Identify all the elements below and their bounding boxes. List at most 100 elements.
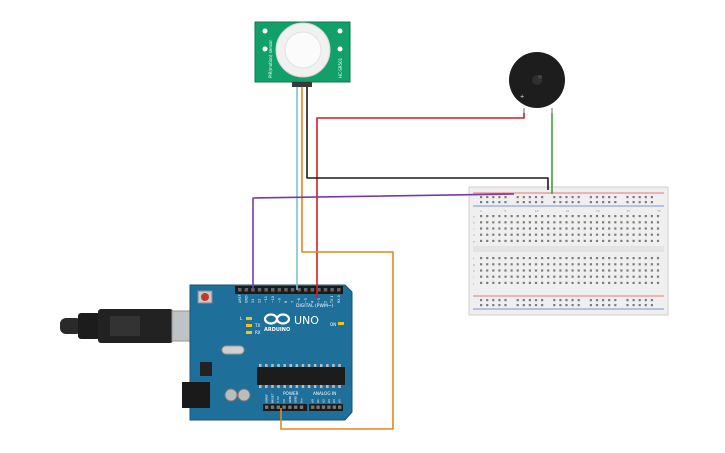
breadboard-hole[interactable] (528, 281, 531, 284)
breadboard-hole[interactable] (632, 275, 635, 278)
breadboard-hole[interactable] (632, 221, 635, 224)
breadboard-hole[interactable] (486, 269, 489, 272)
breadboard-hole[interactable] (571, 215, 574, 218)
breadboard-hole[interactable] (559, 239, 562, 242)
digital-pin-hole[interactable] (238, 288, 242, 292)
rail-hole[interactable] (608, 201, 611, 204)
breadboard-hole[interactable] (602, 257, 605, 260)
breadboard-hole[interactable] (608, 221, 611, 224)
breadboard-hole[interactable] (583, 233, 586, 236)
breadboard-hole[interactable] (595, 233, 599, 236)
breadboard-hole[interactable] (638, 215, 641, 218)
rail-hole[interactable] (595, 304, 599, 307)
rail-hole[interactable] (650, 304, 653, 307)
breadboard-hole[interactable] (480, 263, 483, 266)
rail-hole[interactable] (644, 196, 647, 199)
breadboard-hole[interactable] (559, 215, 562, 218)
breadboard-hole[interactable] (614, 269, 617, 272)
rail-hole[interactable] (571, 299, 574, 302)
rail-hole[interactable] (534, 196, 538, 199)
power-pin-hole[interactable] (299, 405, 304, 409)
breadboard-hole[interactable] (480, 215, 483, 218)
rail-hole[interactable] (614, 304, 617, 307)
power-pin-hole[interactable] (270, 405, 275, 409)
breadboard-hole[interactable] (510, 263, 513, 266)
breadboard-hole[interactable] (620, 215, 623, 218)
rail-hole[interactable] (650, 196, 653, 199)
breadboard-hole[interactable] (595, 239, 599, 242)
digital-pin-hole[interactable] (277, 288, 282, 292)
breadboard-hole[interactable] (595, 269, 599, 272)
rail-hole[interactable] (614, 299, 617, 302)
breadboard-hole[interactable] (632, 257, 635, 260)
breadboard-hole[interactable] (510, 281, 513, 284)
breadboard-hole[interactable] (541, 257, 544, 260)
breadboard-hole[interactable] (614, 233, 617, 236)
rail-hole[interactable] (541, 196, 544, 199)
rail-hole[interactable] (638, 304, 641, 307)
rail-hole[interactable] (565, 201, 568, 204)
rail-hole[interactable] (559, 299, 562, 302)
breadboard-hole[interactable] (486, 221, 489, 224)
breadboard-hole[interactable] (632, 227, 635, 230)
breadboard-hole[interactable] (608, 239, 611, 242)
breadboard-hole[interactable] (534, 233, 538, 236)
breadboard-hole[interactable] (504, 221, 507, 224)
analog-pin-hole[interactable] (332, 405, 336, 409)
breadboard-hole[interactable] (571, 227, 574, 230)
rail-hole[interactable] (480, 304, 483, 307)
breadboard-hole[interactable] (638, 239, 641, 242)
breadboard-hole[interactable] (571, 221, 574, 224)
breadboard-hole[interactable] (492, 239, 495, 242)
breadboard-hole[interactable] (547, 269, 550, 272)
breadboard-hole[interactable] (589, 227, 592, 230)
breadboard-hole[interactable] (589, 257, 592, 260)
rail-hole[interactable] (571, 304, 574, 307)
breadboard-hole[interactable] (553, 281, 556, 284)
breadboard-hole[interactable] (522, 257, 525, 260)
breadboard-hole[interactable] (644, 275, 647, 278)
breadboard-hole[interactable] (504, 239, 507, 242)
rail-hole[interactable] (565, 196, 568, 199)
breadboard-hole[interactable] (602, 239, 605, 242)
breadboard-hole[interactable] (528, 263, 531, 266)
breadboard-hole[interactable] (638, 269, 641, 272)
rail-hole[interactable] (541, 299, 544, 302)
rail-hole[interactable] (608, 299, 611, 302)
breadboard-hole[interactable] (650, 227, 653, 230)
breadboard-hole[interactable] (553, 215, 556, 218)
breadboard-hole[interactable] (541, 221, 544, 224)
breadboard-hole[interactable] (602, 227, 605, 230)
breadboard-hole[interactable] (589, 275, 592, 278)
dc-power-jack[interactable] (182, 382, 210, 408)
breadboard-hole[interactable] (620, 269, 623, 272)
breadboard-hole[interactable] (480, 275, 483, 278)
rail-hole[interactable] (626, 196, 629, 199)
breadboard-hole[interactable] (492, 215, 495, 218)
breadboard-hole[interactable] (589, 281, 592, 284)
rail-hole[interactable] (595, 196, 599, 199)
breadboard-hole[interactable] (620, 263, 623, 266)
breadboard-hole[interactable] (498, 281, 501, 284)
analog-pin-hole[interactable] (321, 405, 326, 409)
breadboard-hole[interactable] (608, 233, 611, 236)
rail-hole[interactable] (504, 201, 507, 204)
breadboard-hole[interactable] (589, 221, 592, 224)
breadboard-hole[interactable] (559, 269, 562, 272)
breadboard-hole[interactable] (534, 227, 538, 230)
power-pin-hole[interactable] (276, 405, 280, 409)
breadboard-hole[interactable] (602, 269, 605, 272)
breadboard-hole[interactable] (638, 227, 641, 230)
rail-hole[interactable] (516, 299, 519, 302)
breadboard-hole[interactable] (608, 275, 611, 278)
rail-hole[interactable] (504, 304, 507, 307)
breadboard-hole[interactable] (644, 281, 647, 284)
breadboard-hole[interactable] (650, 257, 653, 260)
breadboard-hole[interactable] (589, 215, 592, 218)
breadboard-hole[interactable] (547, 281, 550, 284)
breadboard-hole[interactable] (559, 227, 562, 230)
power-pin-hole[interactable] (265, 405, 269, 409)
rail-hole[interactable] (522, 201, 525, 204)
breadboard-hole[interactable] (614, 227, 617, 230)
rail-hole[interactable] (541, 201, 544, 204)
